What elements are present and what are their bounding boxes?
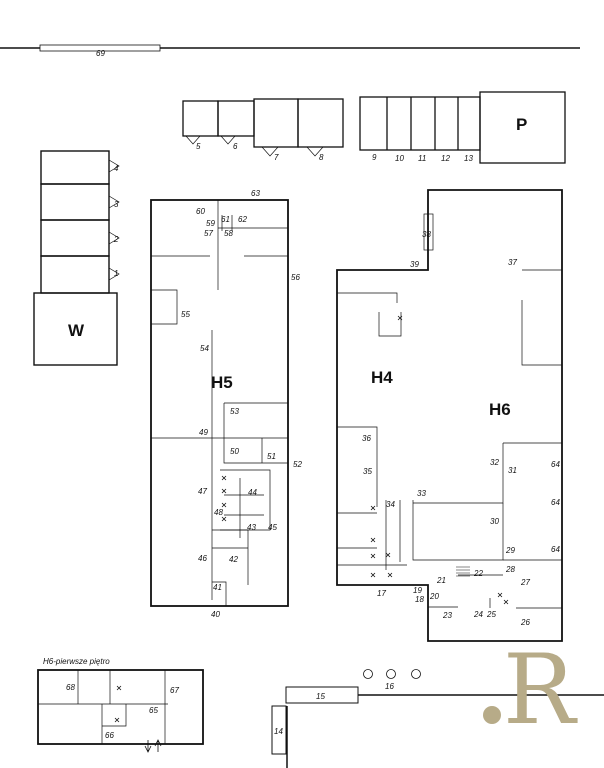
door-47-label: 47 [198,487,207,496]
door-12-label: 12 [441,154,450,163]
building-h4-label: H4 [371,368,393,387]
door-54-label: 54 [200,344,209,353]
door-60-label: 60 [196,207,205,216]
door-68-label: 68 [66,683,75,692]
building-h4-h6 [336,189,563,642]
door-14-label: 14 [274,727,283,736]
door-7-label: 7 [274,153,279,162]
door-20-label: 20 [429,592,439,601]
top-road [0,44,580,52]
door-40-label: 40 [211,610,220,619]
building-p-label: P [516,115,527,134]
door-17-label: 17 [377,589,386,598]
garages-5-8 [182,98,344,157]
door-10-label: 10 [395,154,404,163]
door-25-label: 25 [486,610,496,619]
door-4-label: 4 [114,164,119,173]
h4-cross-markers [370,315,509,605]
door-28-label: 28 [505,565,515,574]
door-51-label: 51 [267,452,276,461]
building-w [33,150,120,366]
door-23-label: 23 [442,611,452,620]
door-66-label: 66 [105,731,114,740]
door-56-label: 56 [291,273,300,282]
door-15-label: 15 [316,692,325,701]
door-50-label: 50 [230,447,239,456]
door-64-label: 64 [551,460,560,469]
company-logo: R [483,634,578,746]
door-2-label: 2 [113,235,119,244]
door-52-label: 52 [293,460,302,469]
staircase [456,566,470,577]
stairs-arrows-icon [144,739,162,753]
building-w-label: W [68,321,85,340]
door-48-label: 48 [214,508,223,517]
h6-first-floor [37,669,204,745]
bottom-road [271,669,604,768]
door-31-label: 31 [508,466,517,475]
door-42-label: 42 [229,555,238,564]
door-22-label: 22 [473,569,483,578]
door-61-label: 61 [221,215,230,224]
door-8-label: 8 [319,153,324,162]
door-45-label: 45 [268,523,277,532]
door-36-label: 36 [362,434,371,443]
door-65-label: 65 [149,706,158,715]
logo-letter: R [503,634,578,746]
door-9-label: 9 [372,153,377,162]
door-27-label: 27 [520,578,530,587]
door-29-label: 29 [505,546,515,555]
door-39-label: 39 [410,260,419,269]
door-43-label: 43 [247,523,256,532]
door-18-label: 18 [415,595,424,604]
door-19-label: 19 [413,586,422,595]
h6-first-floor-caption: H6-pierwsze piętro [43,657,110,666]
door-35-label: 35 [363,467,372,476]
door-63-label: 63 [251,189,260,198]
door-67-label: 67 [170,686,179,695]
door-13-label: 13 [464,154,473,163]
door-59-label: 59 [206,219,215,228]
door-24-label: 24 [473,610,483,619]
door-69-label: 69 [96,49,105,58]
door-53-label: 53 [230,407,239,416]
door-21-label: 21 [436,576,446,585]
door-64-label: 64 [551,498,560,507]
door-3-label: 3 [114,200,119,209]
garages-9-13 [359,91,566,164]
door-44-label: 44 [248,488,257,497]
door-16-label: 16 [385,682,394,691]
door-38-label: 38 [422,230,431,239]
door-46-label: 46 [198,554,207,563]
door-1-label: 1 [114,269,118,278]
door-33-label: 33 [417,489,426,498]
door-57-label: 57 [204,229,213,238]
building-h5-label: H5 [211,373,233,392]
door-55-label: 55 [181,310,190,319]
door-5-label: 5 [196,142,201,151]
door-41-label: 41 [213,583,222,592]
building-h6-label: H6 [489,400,511,419]
door-49-label: 49 [199,428,208,437]
door-6-label: 6 [233,142,238,151]
door-64-label: 64 [551,545,560,554]
door-58-label: 58 [224,229,233,238]
door-26-label: 26 [520,618,530,627]
door-62-label: 62 [238,215,247,224]
door-11-label: 11 [418,154,426,163]
h5-cross-markers [221,475,227,522]
building-h5 [150,199,289,607]
door-30-label: 30 [490,517,499,526]
door-37-label: 37 [508,258,517,267]
door-34-label: 34 [386,500,395,509]
door-32-label: 32 [490,458,499,467]
